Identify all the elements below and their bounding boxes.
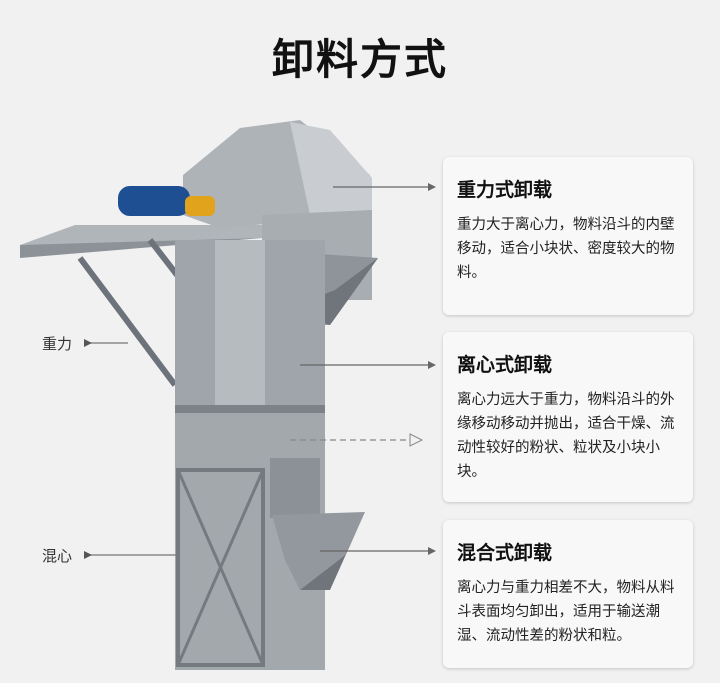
page-title: 卸料方式 <box>271 35 448 84</box>
card-text: 离心力与重力相差不大，物料从料斗表面均匀卸出，适用于输送潮湿、流动性差的粉状和粒… <box>457 580 675 644</box>
motor-icon <box>118 186 190 216</box>
mixed-unloading-card: 混合式卸载 离心力与重力相差不大，物料从料斗表面均匀卸出，适用于输送潮湿、流动性… <box>443 520 693 668</box>
card-text: 重力大于离心力，物料沿斗的内壁移动，适合小块状、密度较大的物料。 <box>457 217 675 281</box>
card-heading: 重力式卸载 <box>457 179 553 201</box>
gear-icon <box>185 196 215 216</box>
gravity-unloading-card: 重力式卸载 重力大于离心力，物料沿斗的内壁移动，适合小块状、密度较大的物料。 <box>443 157 693 315</box>
mixed-label: 混心 <box>42 547 73 565</box>
centrifugal-unloading-card: 离心式卸载 离心力远大于重力，物料沿斗的外缘移动移动并抛出，适合干燥、流动性较好… <box>443 332 693 502</box>
card-text: 离心力远大于重力，物料沿斗的外缘移动移动并抛出，适合干燥、流动性较好的粉状、粒状… <box>457 392 675 480</box>
gravity-label: 重力 <box>42 335 73 353</box>
card-heading: 离心式卸载 <box>457 354 553 376</box>
card-heading: 混合式卸载 <box>457 542 553 564</box>
